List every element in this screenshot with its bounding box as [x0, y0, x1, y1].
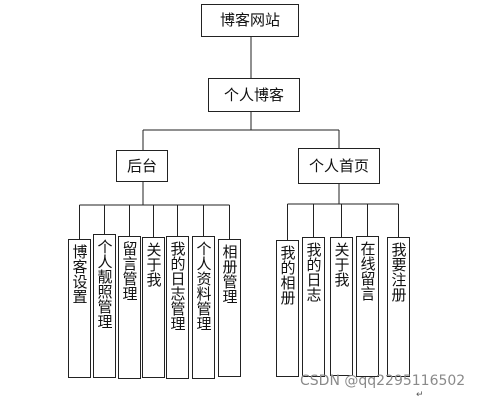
home-child-node: 关于我	[330, 237, 353, 376]
home-child-node: 我的相册	[276, 240, 299, 377]
watermark-text: CSDN @qq2295116502	[300, 373, 466, 389]
personal-home-node: 个人首页	[298, 148, 380, 184]
personal-blog-node: 个人博客	[208, 78, 300, 112]
backend-child-node: 留言管理	[118, 236, 141, 379]
backend-child-node: 相册管理	[218, 239, 241, 377]
home-child-node: 我的日志	[302, 237, 325, 377]
backend-child-node: 博客设置	[68, 239, 91, 378]
root-node: 博客网站	[201, 4, 299, 37]
home-child-node: 我要注册	[387, 237, 410, 377]
home-child-node: 在线留言	[356, 236, 379, 377]
backend-child-node: 关于我	[142, 237, 165, 378]
backend-node: 后台	[116, 150, 168, 182]
backend-child-node: 个人靓照管理	[93, 234, 116, 378]
paragraph-mark: ↵	[416, 390, 424, 400]
backend-child-node: 我的日志管理	[166, 236, 189, 379]
backend-child-node: 个人资料管理	[192, 236, 215, 379]
